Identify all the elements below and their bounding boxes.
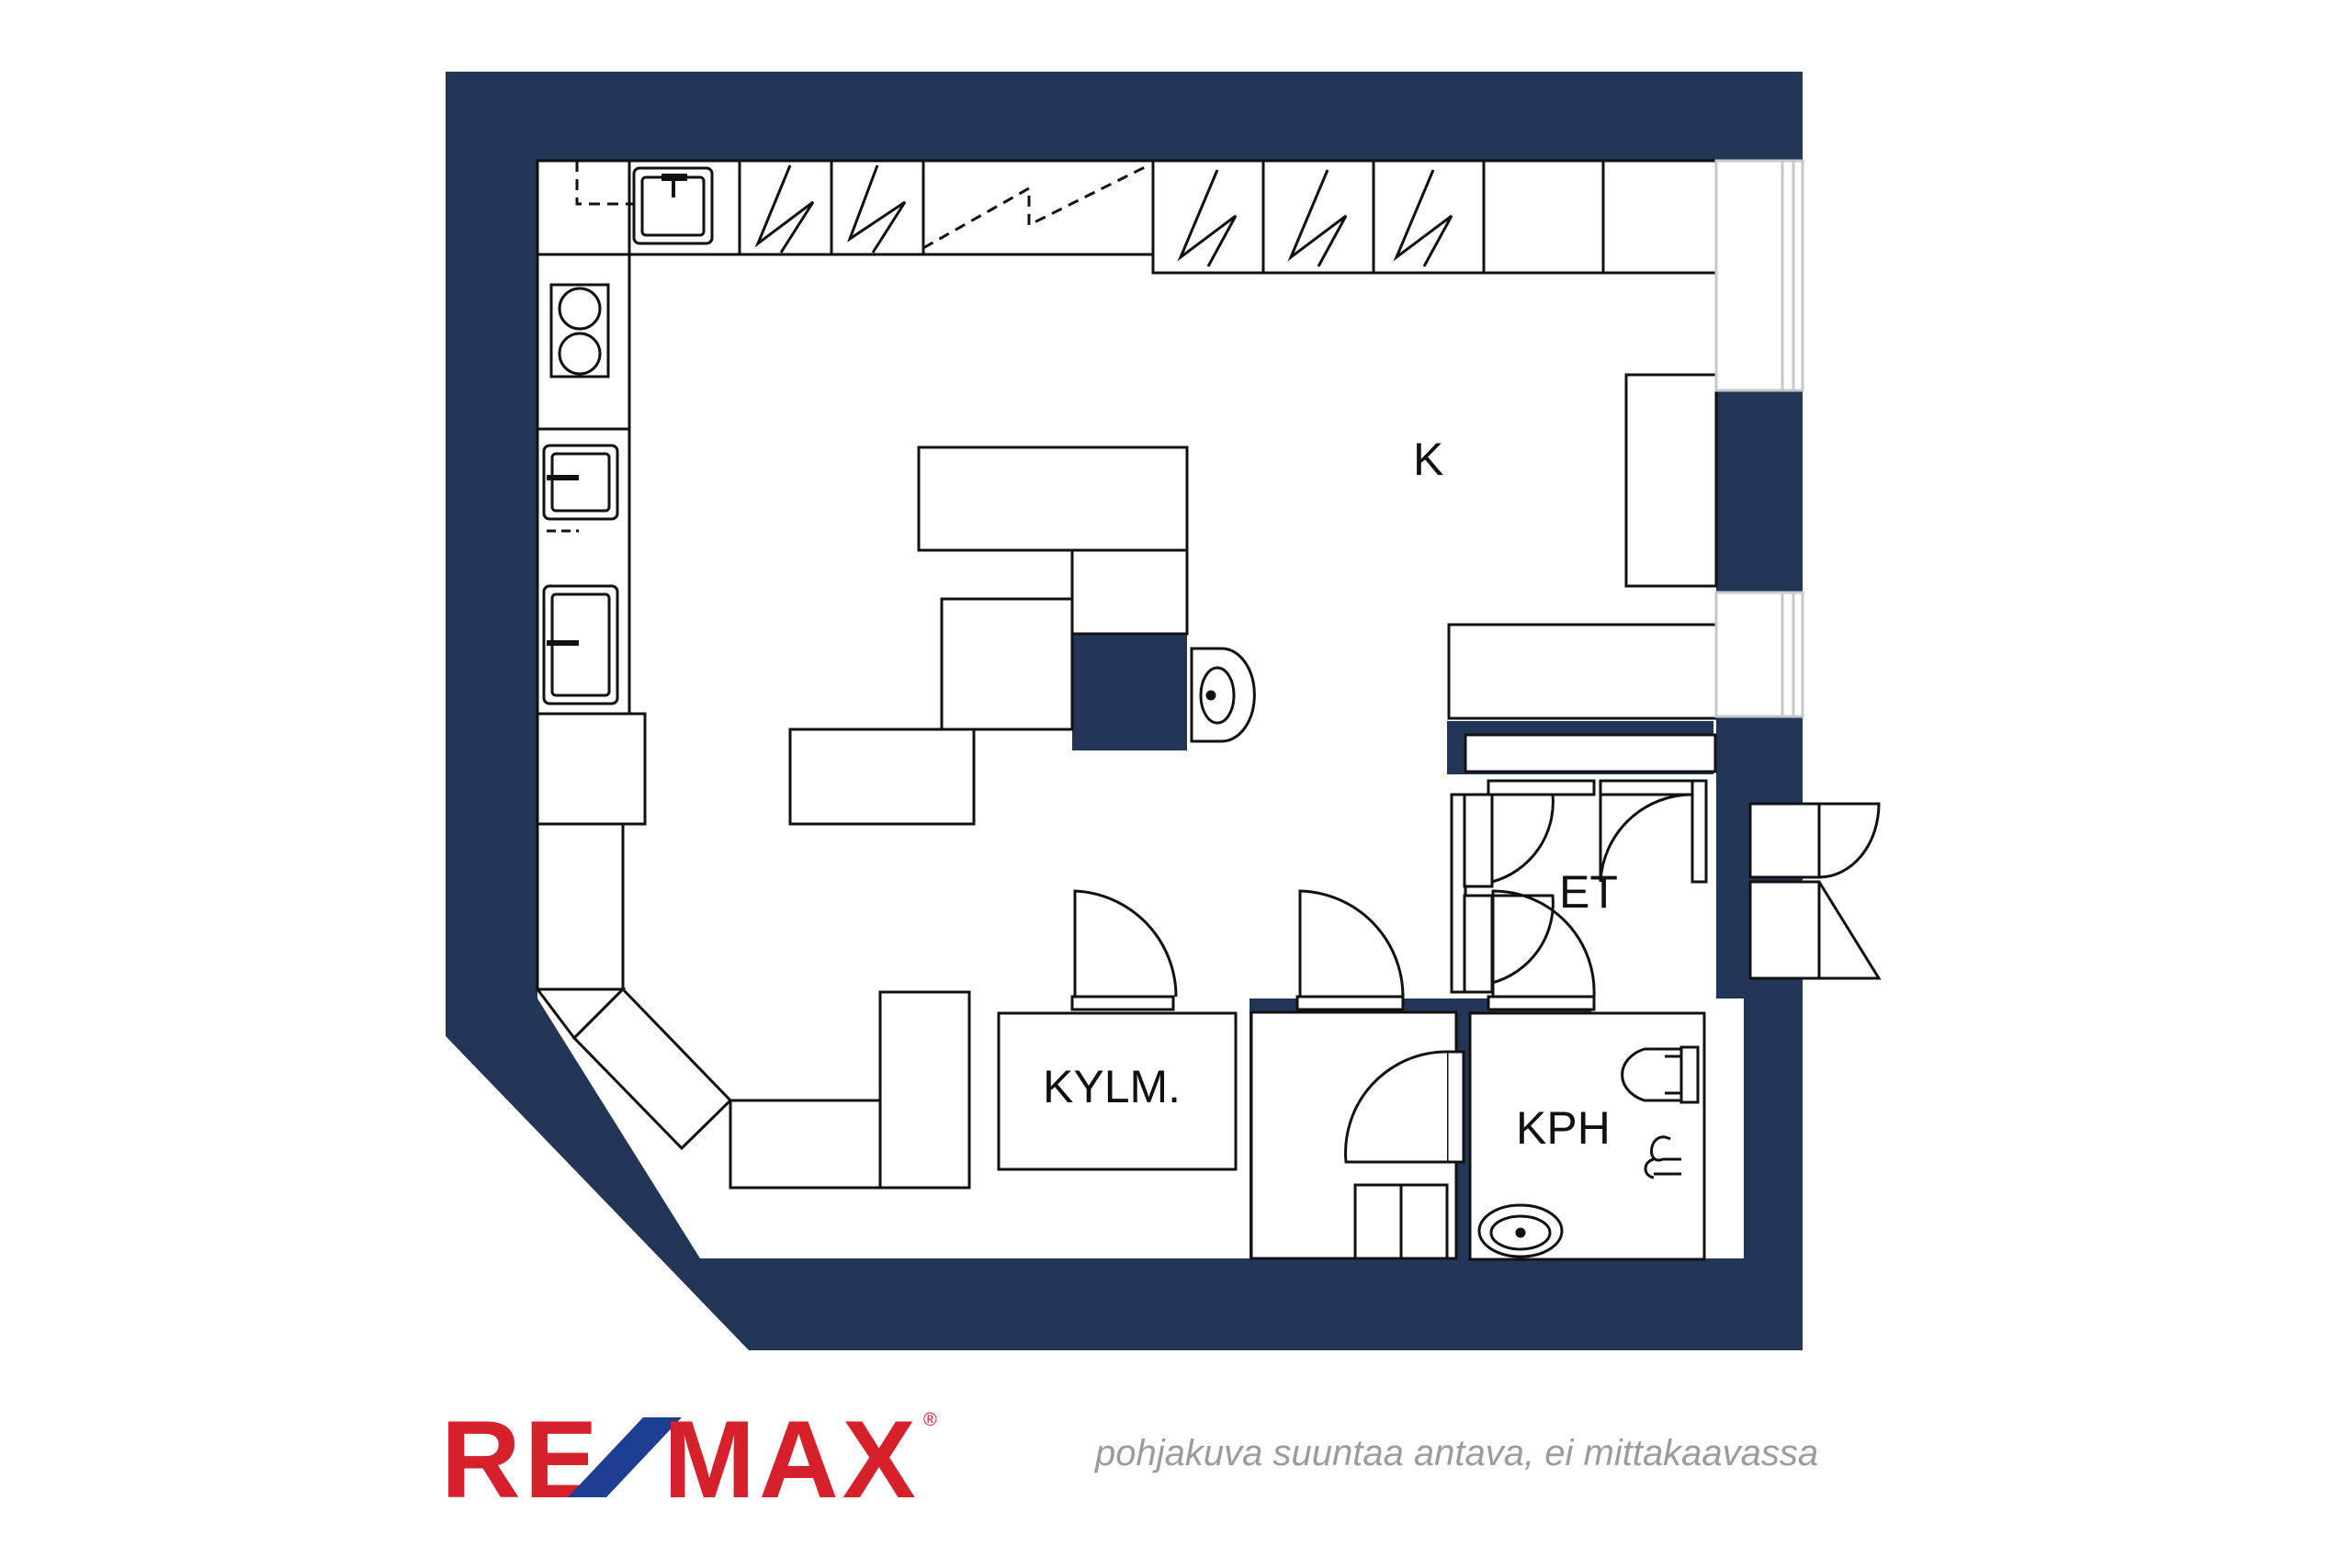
counter-dashed-line (575, 161, 1149, 250)
logo-text-re: RE (441, 1398, 602, 1521)
sink-icon (632, 166, 714, 245)
double-sink-icon (542, 444, 619, 705)
doors (1070, 779, 1882, 1011)
logo-slash (568, 1417, 682, 1497)
registered-mark: ® (923, 1410, 937, 1430)
room-label-kitchen: K (1413, 434, 1443, 485)
kitchen-counter-corner (534, 987, 971, 1190)
logo-text-max: MAX (663, 1398, 920, 1521)
hob-icon (549, 283, 610, 378)
room-label-cold-storage: KYLM. (1043, 1061, 1181, 1112)
washbasin-icon (1190, 647, 1256, 743)
windows (1714, 159, 1804, 718)
storage-room (1250, 1010, 1465, 1260)
bathroom-fixtures (1477, 1045, 1700, 1258)
kitchen-counter-top (536, 159, 1718, 275)
room-label-bathroom: KPH (1516, 1102, 1611, 1154)
room-label-entry: ET (1559, 866, 1618, 918)
kitchen-counter-right (1447, 373, 1718, 720)
remax-logo: RE MAX ® (441, 1398, 937, 1521)
kitchen-island (788, 446, 1189, 826)
scale-disclaimer: pohjakuva suuntaa antava, ei mittakaavas… (1095, 1433, 1819, 1473)
